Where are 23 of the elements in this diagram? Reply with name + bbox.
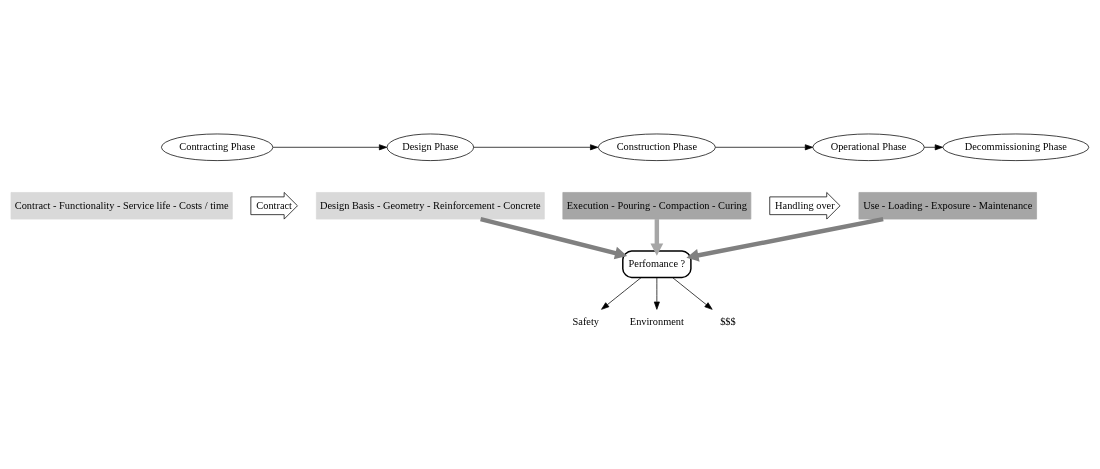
arrow [272,143,388,150]
arrow [473,143,599,150]
node-ellipse: Operational Phase [812,133,925,161]
arrow [686,216,884,262]
node-ellipse: Construction Phase [597,133,716,161]
node-text: Safety [572,315,600,327]
node-text: $$$ [720,315,736,327]
node-box: Execution - Pouring - Compaction - Curing [562,191,752,219]
node-ellipse: Design Phase [386,133,474,161]
node-box: Design Basis - Geometry - Reinforcement - Concrete [316,191,545,219]
arrow [650,218,664,256]
arrow [653,276,660,310]
node-box: Contract - Functionality - Service life - Costs / time [10,191,233,219]
node-box: Use - Loading - Exposure - Maintenance [858,191,1037,219]
arrow [601,276,642,310]
node-box: Perfomance ? [622,249,692,278]
arrow [715,143,814,150]
arrow [672,276,713,310]
node-ellipse: Decommissioning Phase [942,133,1090,161]
arrow [480,216,628,259]
node-ellipse: Contracting Phase [161,133,274,161]
node-text: Environment [629,315,684,327]
arrow [924,143,943,150]
